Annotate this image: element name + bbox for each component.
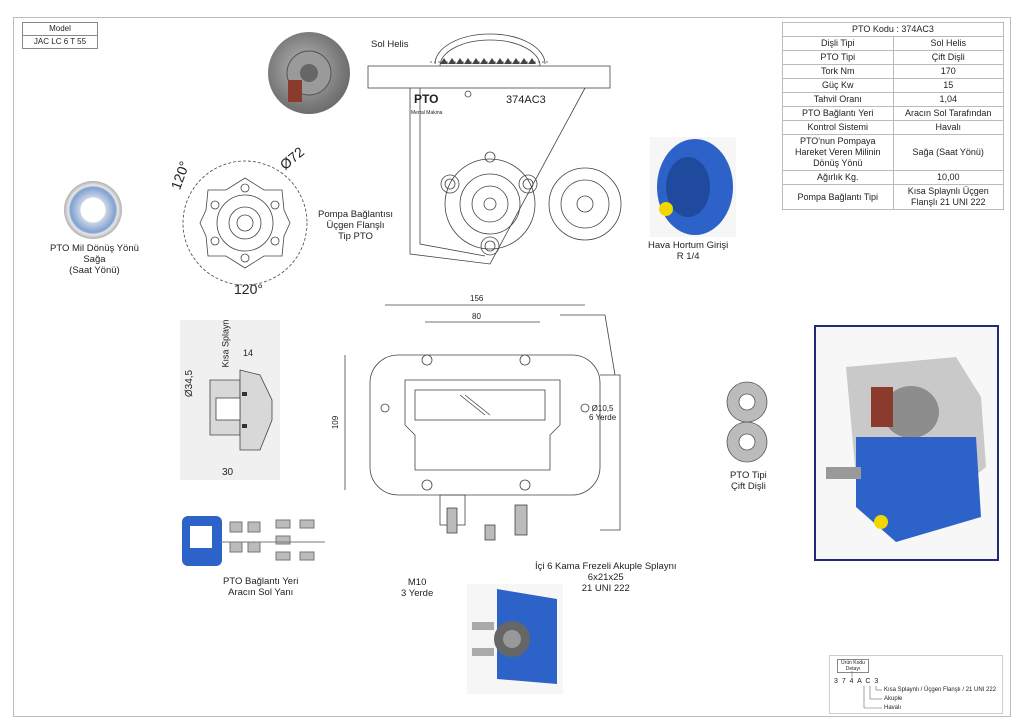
model-box: Model JAC LC 6 T 55 <box>22 22 98 49</box>
sol-helis-label: Sol Helis <box>371 39 409 50</box>
spec-key: PTO Bağlantı Yeri <box>782 106 894 121</box>
spec-value: Sol Helis <box>892 36 1004 51</box>
spec-value: Sağa (Saat Yönü) <box>892 134 1004 171</box>
logo-text: PTO <box>414 92 439 106</box>
dim-80-label: 80 <box>472 312 481 321</box>
truck-top-view <box>182 516 325 566</box>
code-detail-title: Ürün Kodu Detayı <box>837 659 869 673</box>
spec-value: Çift Dişli <box>892 50 1004 65</box>
dim-156-label: 156 <box>470 294 484 303</box>
pto-air-inlet-icon <box>657 139 733 235</box>
air-inlet-photo <box>650 137 736 237</box>
spec-row: Ağırlık Kg.10,00 <box>782 170 1004 185</box>
spec-key: Kontrol Sistemi <box>782 120 894 135</box>
dim-30-label: 30 <box>222 467 234 478</box>
code-detail-chars: 3 7 4 A C 3 <box>834 678 880 685</box>
spec-key: Pompa Bağlantı Tipi <box>782 184 894 210</box>
model-value: JAC LC 6 T 55 <box>33 37 87 46</box>
spec-key: Güç Kw <box>782 78 894 93</box>
product-code-detail: Ürün Kodu Detayı 3 7 4 A C 3 Kısa Splayn… <box>829 655 1003 714</box>
kisa-splayn-label: Kısa Splayn <box>220 319 231 368</box>
spec-value: Kısa Splaynlı Üçgen Flanşlı 21 UNI 222 <box>892 184 1004 210</box>
spec-value: Havalı <box>892 120 1004 135</box>
model-header: Model <box>23 23 97 36</box>
dim-14-label: 14 <box>243 348 254 358</box>
spec-value: Aracın Sol Tarafından <box>892 106 1004 121</box>
pto-product-photo <box>814 325 999 561</box>
akuple-spline-icon <box>472 589 557 684</box>
dim-345-label: Ø34,5 <box>184 369 196 398</box>
logo-sub: Mertal Makina <box>411 110 443 116</box>
spec-value: 170 <box>892 64 1004 79</box>
pto-product-icon <box>826 357 986 542</box>
gear-icon <box>286 50 332 102</box>
spline-photo <box>467 584 563 694</box>
spec-value: 10,00 <box>892 170 1004 185</box>
drawing-frame <box>13 17 1011 717</box>
spec-key: Ağırlık Kg. <box>782 170 894 185</box>
rotation-direction-icon <box>64 181 122 239</box>
code-detail-line1: Kısa Splaynlı / Üçgen Flanşlı / 21 UNI 2… <box>884 687 997 693</box>
spec-row: PTO'nun Pompaya Hareket Veren Milinin Dö… <box>782 134 1004 171</box>
spec-key: PTO'nun Pompaya Hareket Veren Milinin Dö… <box>782 134 894 171</box>
code-detail-line3: Havalı <box>884 705 902 711</box>
gear-photo-top <box>268 32 350 114</box>
angle-bottom-label: 120° <box>234 281 263 297</box>
pto-top-view <box>367 33 622 265</box>
spec-value: 1,04 <box>892 92 1004 107</box>
spec-key: Tork Nm <box>782 64 894 79</box>
spec-value: 15 <box>892 78 1004 93</box>
code-detail-lines <box>851 671 882 709</box>
code-detail-line2: Akuple <box>884 696 903 702</box>
double-gear-icon <box>726 381 768 463</box>
dim-109-label: 109 <box>331 415 341 430</box>
pto-front-view <box>344 304 621 541</box>
spline-side-view <box>180 320 280 480</box>
spec-key: Tahvil Oranı <box>782 92 894 107</box>
flange-drawing <box>182 160 308 286</box>
spec-title: PTO Kodu : 374AC3 <box>782 22 1004 37</box>
spec-key: Dişli Tipi <box>782 36 894 51</box>
spec-row: PTO Kodu : 374AC3 <box>782 22 1004 37</box>
spec-key: PTO Tipi <box>782 50 894 65</box>
drawing-code-label: 374AC3 <box>506 94 546 106</box>
